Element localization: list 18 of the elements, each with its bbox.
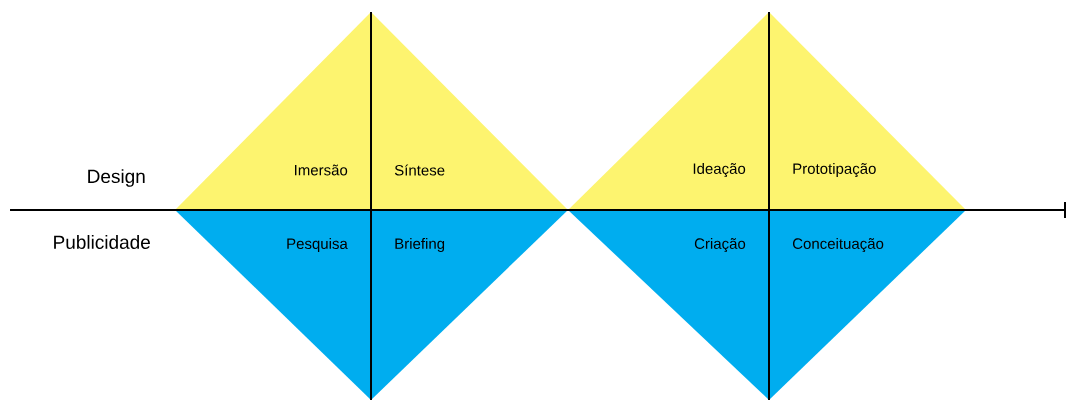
triangle-quadrant: Pesquisa — [175, 210, 371, 400]
triangle-quadrant: Prototipação — [769, 12, 966, 210]
triangle-quadrant: Ideação — [568, 12, 769, 210]
triangle-quadrant: Imersão — [175, 12, 371, 210]
node-label: Briefing — [395, 238, 445, 252]
triangle-quadrant: Briefing — [371, 210, 568, 400]
triangle-quadrant: Conceituação — [769, 210, 966, 400]
node-label: Imersão — [295, 164, 348, 176]
node-label: Conceituação — [792, 237, 884, 253]
node-label: Síntese — [394, 164, 445, 176]
triangle-quadrant: Síntese — [371, 12, 568, 210]
triangle-quadrant: Criação — [568, 210, 769, 400]
node-label: Pesquisa — [287, 238, 348, 252]
axis-label: Design — [88, 169, 145, 187]
node-label: Criação — [694, 237, 746, 253]
axis-label: Publicidade — [54, 235, 150, 249]
node-label: Ideação — [693, 162, 746, 178]
node-label: Prototipação — [793, 162, 876, 178]
